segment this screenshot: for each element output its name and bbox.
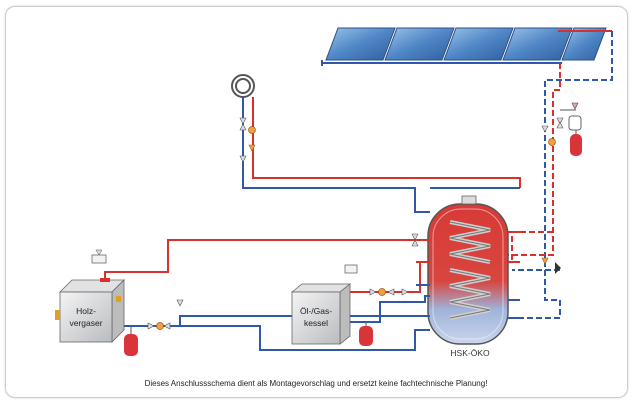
storage-tank-label: HSK-ÖKO	[450, 348, 490, 358]
tank-left-valves	[411, 233, 561, 274]
oil-gas-boiler-label-line2: kessel	[304, 318, 328, 328]
solar-collector-array	[321, 27, 612, 66]
solar-expansion-vessel	[560, 102, 582, 156]
oil-gas-expansion-vessel	[359, 322, 373, 346]
oil-gas-boiler-valves	[344, 264, 409, 296]
solar-panel	[384, 27, 455, 61]
wood-boiler-valves	[91, 249, 184, 330]
hot-water-circuit	[242, 97, 521, 213]
solar-panel	[325, 27, 396, 61]
wood-boiler-label-line1: Holz-	[76, 306, 96, 316]
tank-connections	[416, 231, 520, 319]
oil-gas-boiler: Öl-/Gas- kessel	[290, 283, 352, 345]
hot-water-valves	[239, 117, 256, 163]
solar-panel	[561, 27, 607, 61]
wood-boiler-expansion-vessel	[124, 326, 138, 356]
solar-valves	[541, 117, 564, 146]
solar-panel	[443, 27, 514, 61]
storage-tank: HSK-ÖKO	[427, 195, 509, 358]
oil-gas-boiler-label-line1: Öl-/Gas-	[300, 306, 332, 316]
hot-water-coil-symbol	[231, 74, 255, 98]
wood-gasifier-boiler: Holz- vergaser	[55, 278, 125, 343]
wood-boiler-label-line2: vergaser	[69, 318, 102, 328]
disclaimer-text: Dieses Anschlussschema dient als Montage…	[145, 379, 488, 388]
solar-panel	[502, 27, 573, 61]
